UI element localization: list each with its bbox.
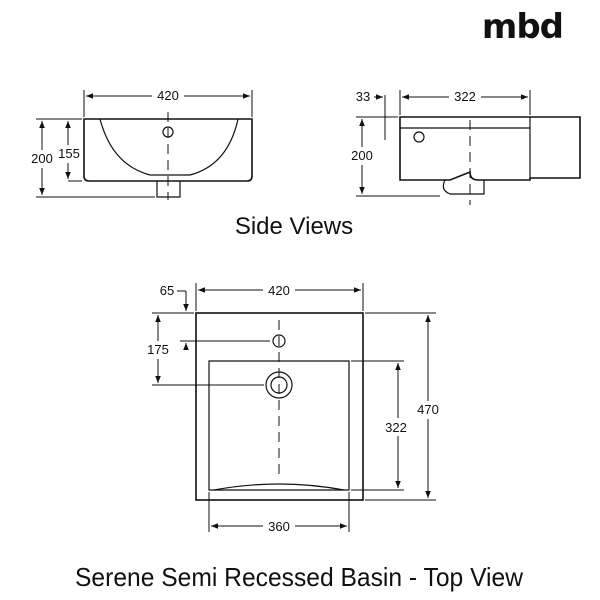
top-view-outer-outline <box>195 312 364 501</box>
top-tap-waste-label-bg <box>144 341 172 359</box>
top-view-front-lip <box>213 483 345 491</box>
front-side-view: 420 200 155 <box>28 86 253 200</box>
front-width-label: 420 <box>157 88 179 103</box>
front-height-label: 200 <box>31 151 53 166</box>
profile-view-overflow-hole <box>413 131 425 143</box>
profile-view-waste-outlet <box>442 179 485 195</box>
top-overall-depth-label: 470 <box>417 402 439 417</box>
side-views-caption: Side Views <box>235 213 353 240</box>
top-overall-width-label: 420 <box>268 283 290 298</box>
front-depth-label-bg <box>56 145 82 163</box>
front-view-outline <box>83 118 253 182</box>
top-tap-to-waste-label: 175 <box>147 342 169 357</box>
profile-height-label: 200 <box>351 148 373 163</box>
profile-height-label-bg <box>348 147 376 165</box>
top-bowl-depth-label-bg <box>381 418 413 436</box>
top-view-caption: Serene Semi Recessed Basin - Top View <box>75 562 523 592</box>
profile-view-outline <box>399 116 581 181</box>
front-basin-depth-label: 155 <box>58 146 80 161</box>
top-view-bowl-outline <box>208 360 350 491</box>
top-bowl-depth-label: 322 <box>385 420 407 435</box>
top-bowl-width-label-bg <box>263 517 295 535</box>
top-tap-offset-label: 65 <box>160 283 174 298</box>
front-width-label-bg <box>152 86 184 104</box>
front-view-bowl-curve <box>99 118 239 176</box>
top-depth-label-bg <box>413 401 443 419</box>
top-view-tap-hole <box>272 334 286 348</box>
profile-width-label-bg <box>449 87 481 105</box>
top-bowl-width-label: 360 <box>268 519 290 534</box>
profile-offset-label: 33 <box>356 89 370 104</box>
front-height-label-bg <box>28 150 56 168</box>
brand-logo: mbd <box>482 7 563 47</box>
top-width-label-bg <box>263 281 295 299</box>
profile-width-label: 322 <box>454 89 476 104</box>
profile-side-view: 33 322 200 <box>348 87 581 205</box>
top-view: 420 65 175 470 322 360 <box>144 281 443 535</box>
